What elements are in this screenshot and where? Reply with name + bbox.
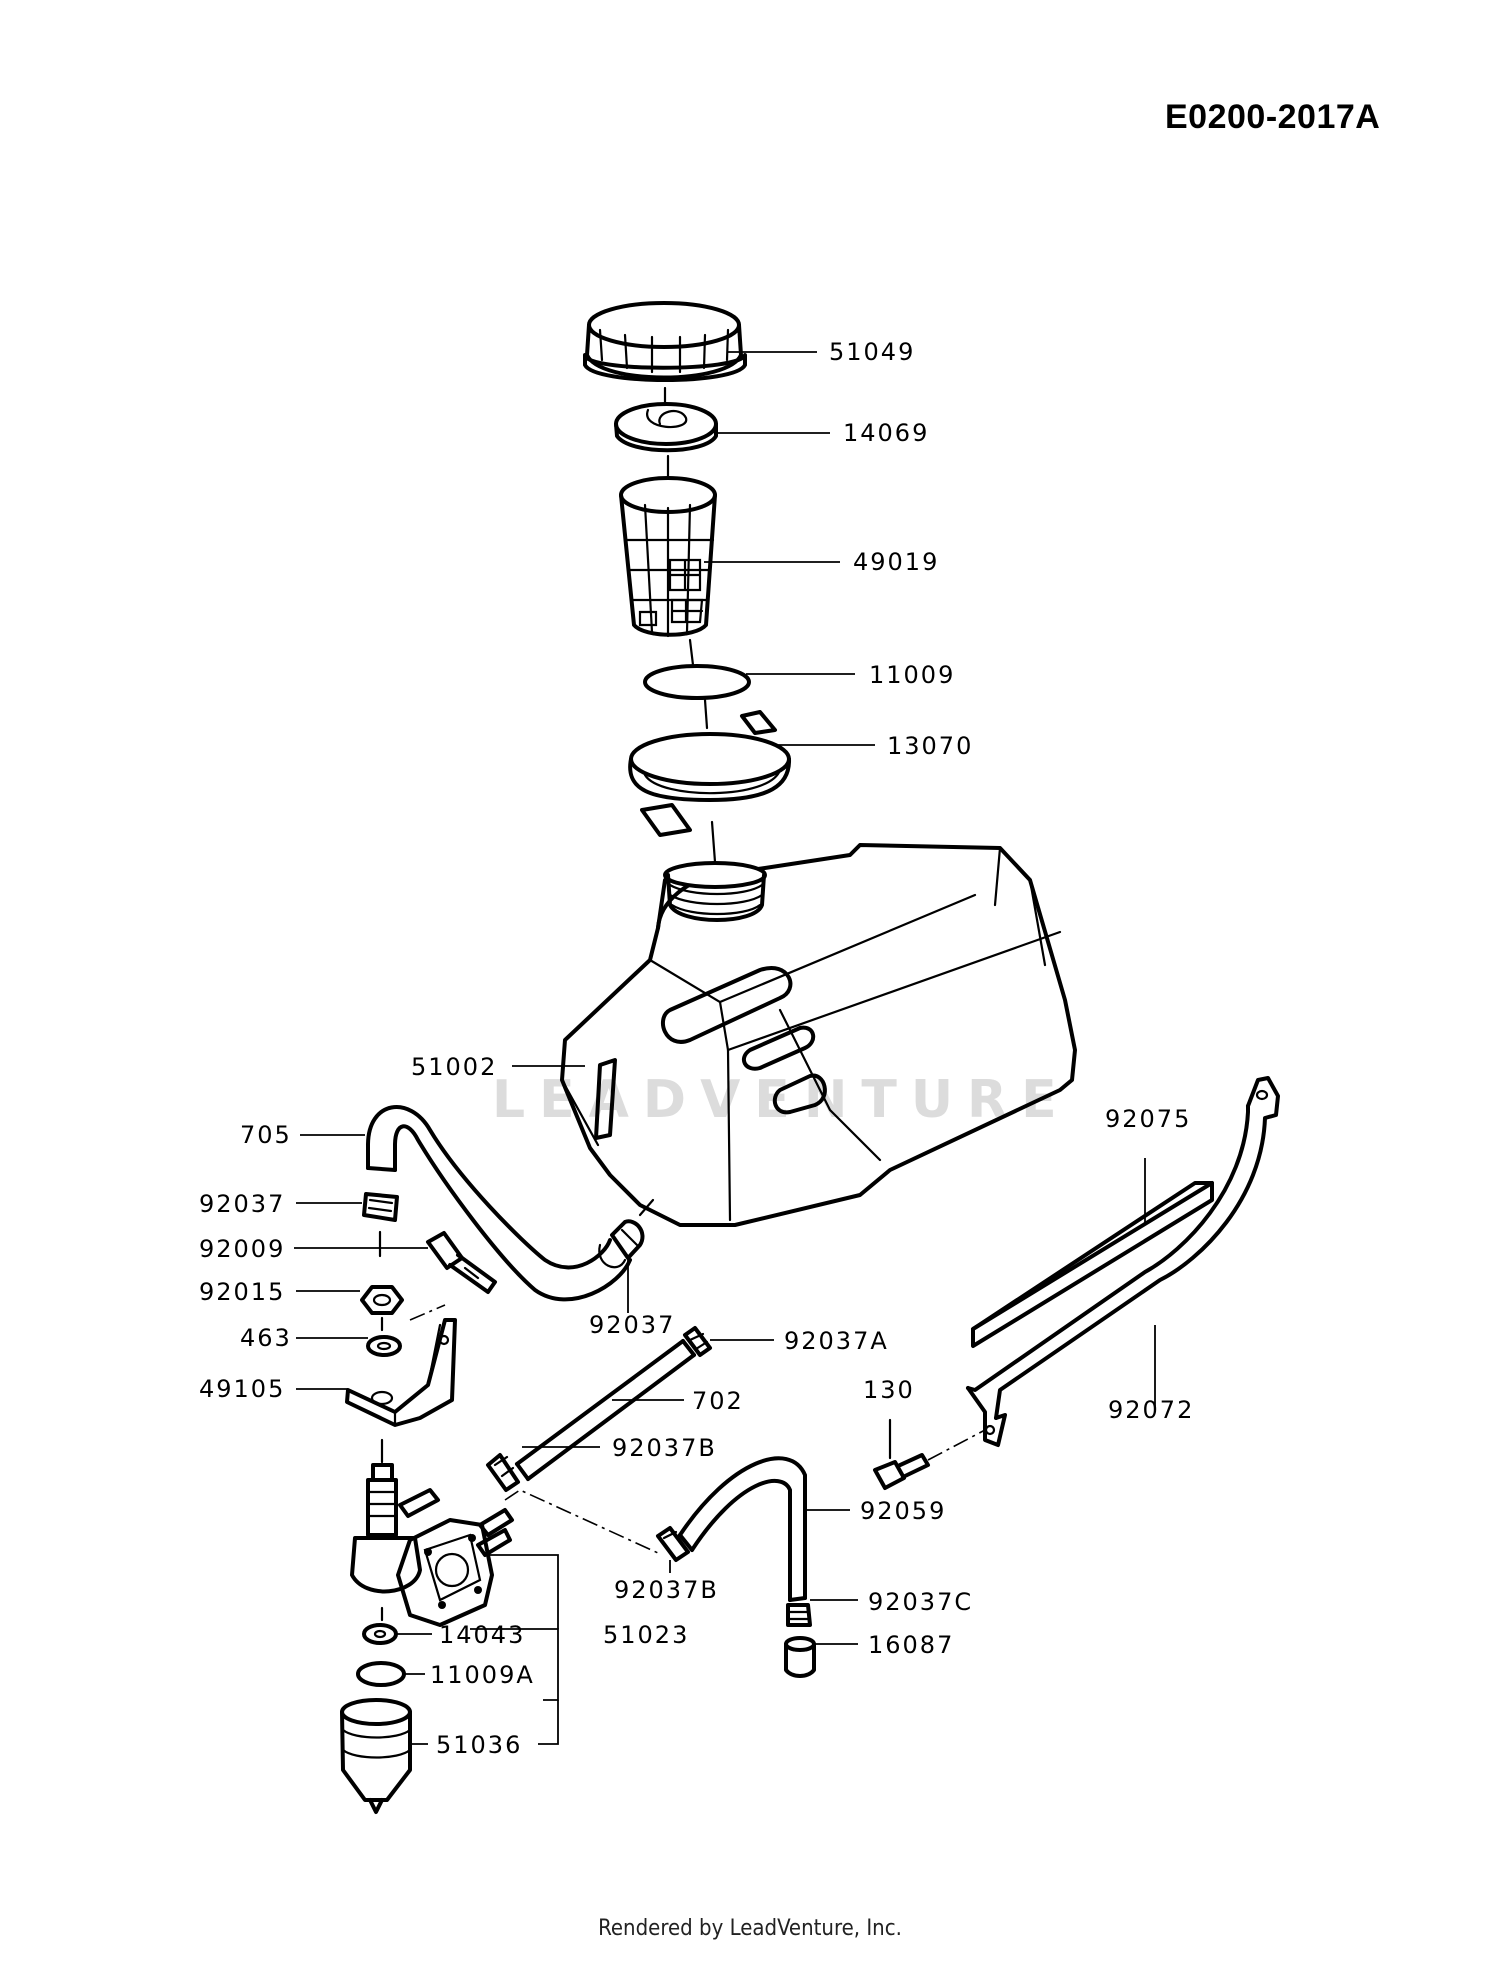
clamp-92037-left	[362, 1192, 399, 1222]
diagram-code: E0200-2017A	[1165, 98, 1381, 136]
mount-ring	[628, 710, 792, 837]
o-ring-11009	[643, 664, 751, 700]
label-92075: 92075	[1105, 1105, 1191, 1133]
label-92037b-upper: 92037B	[612, 1434, 717, 1462]
label-92037c: 92037C	[868, 1588, 973, 1616]
label-11009a: 11009A	[430, 1661, 535, 1689]
pad-92075	[971, 1181, 1214, 1348]
clamp-92037c	[786, 1603, 812, 1627]
label-14043: 14043	[439, 1621, 525, 1649]
label-16087: 16087	[868, 1631, 954, 1659]
label-702: 702	[692, 1387, 744, 1415]
label-92072: 92072	[1108, 1396, 1194, 1424]
label-51036: 51036	[436, 1731, 522, 1759]
label-51049: 51049	[829, 338, 915, 366]
cap-16087	[784, 1636, 816, 1678]
label-49105: 49105	[199, 1375, 285, 1403]
gasket-14069	[614, 402, 718, 453]
washer-14043	[362, 1623, 398, 1645]
hose-702	[515, 1339, 696, 1481]
fuel-pump	[350, 1438, 514, 1627]
label-92037-tank: 92037	[589, 1311, 675, 1339]
hose-705	[366, 1105, 632, 1302]
fuel-cap	[583, 301, 747, 382]
clamp-92037a	[683, 1326, 712, 1357]
label-92015: 92015	[199, 1278, 285, 1306]
label-92037a: 92037A	[784, 1327, 889, 1355]
bolt-130	[873, 1453, 930, 1490]
label-13070: 13070	[887, 732, 973, 760]
band-92072	[966, 1076, 1280, 1447]
label-705: 705	[240, 1121, 292, 1149]
label-463: 463	[240, 1324, 292, 1352]
clamp-92037-tank	[610, 1219, 645, 1260]
clamp-92037b-upper	[486, 1453, 520, 1492]
label-92059: 92059	[860, 1497, 946, 1525]
label-51023: 51023	[603, 1621, 689, 1649]
label-130: 130	[863, 1376, 915, 1404]
clamp-92037b-lower	[656, 1526, 690, 1562]
footer-credit: Rendered by LeadVenture, Inc.	[598, 1916, 902, 1941]
hose-92059	[678, 1456, 807, 1602]
leader-lines	[294, 351, 1156, 1745]
sediment-cup	[340, 1698, 412, 1814]
bracket-49105	[345, 1318, 457, 1427]
label-11009: 11009	[869, 661, 955, 689]
o-ring-11009a	[356, 1661, 406, 1687]
label-92009: 92009	[199, 1235, 285, 1263]
label-92037b-lower: 92037B	[614, 1576, 719, 1604]
washer-463	[366, 1335, 402, 1357]
fitting-92009	[426, 1231, 497, 1294]
nut-92015	[360, 1285, 404, 1315]
label-49019: 49019	[853, 548, 939, 576]
fuel-tank	[560, 843, 1077, 1227]
label-51002: 51002	[411, 1053, 497, 1081]
strainer	[619, 476, 717, 638]
label-14069: 14069	[843, 419, 929, 447]
label-92037-left: 92037	[199, 1190, 285, 1218]
